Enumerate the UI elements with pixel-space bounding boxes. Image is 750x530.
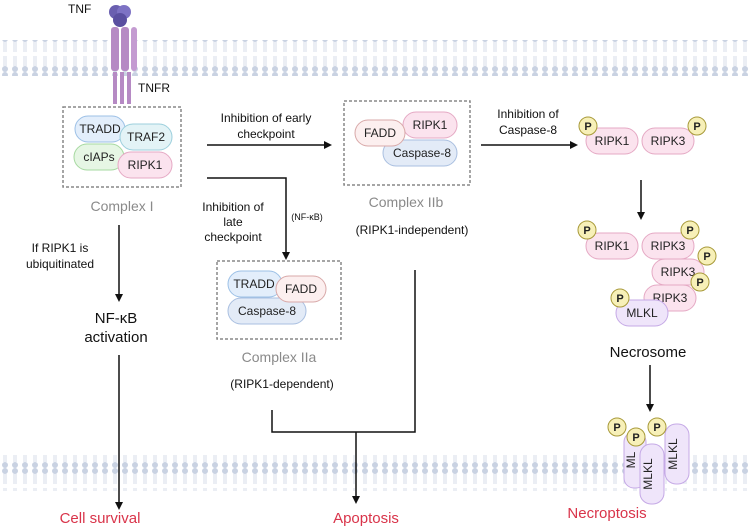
svg-text:P: P	[584, 121, 591, 133]
svg-text:FADD: FADD	[285, 282, 317, 296]
caspase8-inhibition-label-2: Caspase-8	[499, 123, 557, 137]
tnf-ligand-icon	[109, 5, 131, 27]
phospho-icon: P	[578, 116, 598, 136]
svg-text:RIPK1: RIPK1	[128, 158, 163, 172]
necroptosis-label: Necroptosis	[567, 505, 646, 522]
complex-i-label: Complex I	[90, 198, 153, 214]
caspase8-inhibition-label-1: Inhibition of	[497, 107, 559, 121]
svg-text:MLKL: MLKL	[666, 438, 680, 470]
complex-iib-box	[343, 100, 471, 186]
nfkb-activation-label-2: activation	[84, 329, 147, 346]
phospho-icon: P	[687, 116, 707, 136]
necrosome-ripk3-a: RIPK3	[641, 232, 695, 260]
ubiquitinated-label-1: If RIPK1 is	[32, 241, 89, 255]
phospho-icon: P	[690, 272, 710, 292]
svg-text:FADD: FADD	[364, 126, 396, 140]
svg-text:P: P	[696, 277, 703, 289]
mlkl-subunit-left: MLKL	[639, 443, 665, 505]
svg-text:TRADD: TRADD	[79, 122, 121, 136]
svg-text:MLKL: MLKL	[626, 306, 658, 320]
complex-iia-box	[216, 260, 342, 340]
svg-text:RIPK3: RIPK3	[651, 134, 686, 148]
complex-iia-caspase8: Caspase-8	[227, 297, 307, 325]
svg-text:P: P	[693, 121, 700, 133]
tnf-label: TNF	[68, 2, 91, 16]
late-checkpoint-label-3: checkpoint	[204, 230, 262, 244]
apoptosis-merge-line	[271, 270, 416, 433]
phospho-icon: P	[607, 417, 627, 437]
svg-text:P: P	[686, 225, 693, 237]
svg-text:Caspase-8: Caspase-8	[238, 304, 296, 318]
complex-iia-label: Complex IIa	[242, 349, 317, 365]
svg-text:TRAF2: TRAF2	[127, 130, 165, 144]
tnfr-label: TNFR	[138, 81, 170, 95]
apoptosis-label: Apoptosis	[333, 510, 399, 527]
ripk1-dependent-label: (RIPK1-dependent)	[230, 377, 333, 391]
phospho-icon: P	[626, 427, 646, 447]
svg-text:P: P	[703, 251, 710, 263]
tnfr-receptor-icon	[111, 27, 137, 104]
necrosome-mlkl: MLKL	[615, 299, 669, 327]
svg-text:MLKL: MLKL	[641, 458, 655, 490]
complex-i-box	[62, 106, 182, 188]
complex-i-ripk1: RIPK1	[117, 151, 173, 179]
svg-text:P: P	[632, 432, 639, 444]
necrosome-ripk3-b: RIPK3	[651, 258, 705, 286]
complex-i-tradd: TRADD	[74, 115, 126, 143]
late-checkpoint-label-1: Inhibition of	[202, 200, 264, 214]
phospho-icon: P	[647, 417, 667, 437]
nfkb-small-label: (NF-κB)	[291, 212, 323, 222]
phospho-icon: P	[610, 288, 630, 308]
svg-text:P: P	[653, 422, 660, 434]
necrosome-ripk1: RIPK1	[585, 232, 639, 260]
mlkl-subunit-right: MLKL	[664, 423, 690, 485]
svg-text:RIPK3: RIPK3	[661, 265, 696, 279]
svg-text:RIPK1: RIPK1	[413, 118, 448, 132]
complex-i-traf2: TRAF2	[119, 123, 173, 151]
ripk1-independent-label: (RIPK1-independent)	[356, 223, 469, 237]
arrow-late-checkpoint	[207, 177, 290, 260]
complex-iib-caspase8: Caspase-8	[382, 139, 458, 167]
svg-text:RIPK1: RIPK1	[595, 134, 630, 148]
svg-text:RIPK1: RIPK1	[595, 239, 630, 253]
complex-i-ciaps: cIAPs	[73, 143, 125, 171]
complex-iia-fadd: FADD	[275, 275, 327, 303]
svg-text:cIAPs: cIAPs	[83, 150, 114, 164]
phospho-icon: P	[577, 220, 597, 240]
svg-text:P: P	[583, 225, 590, 237]
svg-text:P: P	[613, 422, 620, 434]
svg-text:P: P	[616, 293, 623, 305]
phospho-icon: P	[697, 246, 717, 266]
svg-text:ML: ML	[624, 451, 638, 468]
ubiquitinated-label-2: ubiquitinated	[26, 257, 94, 271]
svg-text:TRADD: TRADD	[233, 277, 275, 291]
top-ripk1: RIPK1	[585, 127, 639, 155]
mlkl-pore: ML MLKL MLKL P P P	[607, 417, 690, 505]
phospho-icon: P	[680, 220, 700, 240]
svg-text:RIPK3: RIPK3	[651, 239, 686, 253]
top-ripk3: RIPK3	[641, 127, 695, 155]
complex-iia-tradd: TRADD	[227, 270, 283, 298]
complex-iib-label: Complex IIb	[369, 194, 444, 210]
early-checkpoint-label-1: Inhibition of early	[221, 111, 312, 125]
late-checkpoint-label-2: late	[223, 215, 243, 229]
early-checkpoint-label-2: checkpoint	[237, 127, 295, 141]
svg-text:Caspase-8: Caspase-8	[393, 146, 451, 160]
nfkb-activation-label-1: NF-κB	[95, 310, 138, 327]
complex-iib-fadd: FADD	[354, 119, 406, 147]
necrosome-label: Necrosome	[610, 344, 687, 361]
cell-survival-label: Cell survival	[60, 510, 141, 527]
complex-iib-ripk1: RIPK1	[402, 111, 458, 139]
